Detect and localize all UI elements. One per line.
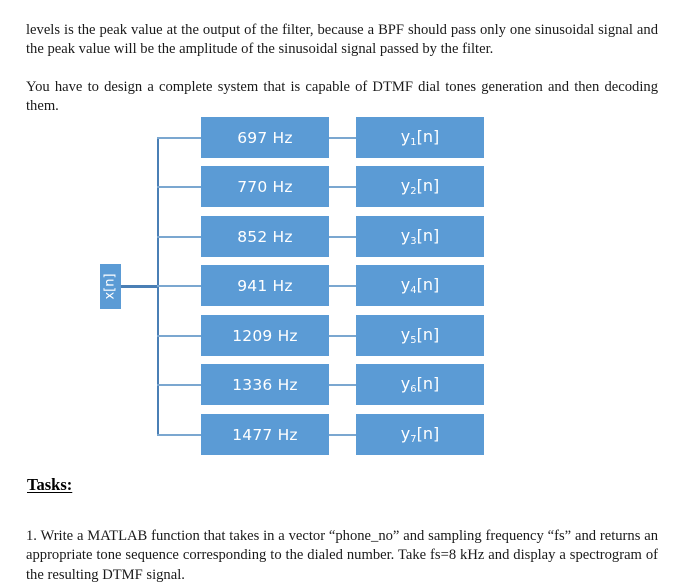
connector-branch-5 [157, 335, 202, 337]
output-box-7: y7[n] [356, 414, 484, 455]
filter-label-1: 697 Hz [237, 128, 293, 147]
output-label-7: y7[n] [400, 424, 440, 445]
filter-box-3: 852 Hz [201, 216, 329, 257]
output-box-2: y2[n] [356, 166, 484, 207]
connector-branch-1 [157, 137, 202, 139]
output-label-2: y2[n] [400, 176, 440, 197]
filter-label-4: 941 Hz [237, 276, 293, 295]
output-box-3: y3[n] [356, 216, 484, 257]
paragraph-intro: levels is the peak value at the output o… [26, 21, 658, 58]
filter-box-1: 697 Hz [201, 117, 329, 158]
connector-output-4 [329, 285, 357, 287]
connector-branch-3 [157, 236, 202, 238]
input-signal-box: x[n] [100, 264, 121, 309]
connector-input-stem [121, 285, 158, 288]
filter-label-7: 1477 Hz [232, 425, 298, 444]
output-label-5: y5[n] [400, 325, 440, 346]
filter-box-6: 1336 Hz [201, 364, 329, 405]
connector-branch-6 [157, 384, 202, 386]
connector-branch-4 [157, 285, 202, 287]
filter-label-2: 770 Hz [237, 177, 293, 196]
filter-box-5: 1209 Hz [201, 315, 329, 356]
connector-output-7 [329, 434, 357, 436]
output-box-4: y4[n] [356, 265, 484, 306]
connector-output-1 [329, 137, 357, 139]
filter-box-4: 941 Hz [201, 265, 329, 306]
connector-output-6 [329, 384, 357, 386]
connector-output-5 [329, 335, 357, 337]
connector-branch-2 [157, 186, 202, 188]
output-label-1: y1[n] [400, 127, 440, 148]
output-box-6: y6[n] [356, 364, 484, 405]
connector-branch-7 [157, 434, 202, 436]
output-box-5: y5[n] [356, 315, 484, 356]
filter-label-3: 852 Hz [237, 227, 293, 246]
output-label-6: y6[n] [400, 374, 440, 395]
filter-box-7: 1477 Hz [201, 414, 329, 455]
filter-label-6: 1336 Hz [232, 375, 298, 394]
connector-output-2 [329, 186, 357, 188]
paragraph-design-task: You have to design a complete system tha… [26, 78, 658, 115]
filter-label-5: 1209 Hz [232, 326, 298, 345]
output-box-1: y1[n] [356, 117, 484, 158]
output-label-3: y3[n] [400, 226, 440, 247]
input-signal-label: x[n] [103, 273, 119, 300]
connector-output-3 [329, 236, 357, 238]
output-label-4: y4[n] [400, 275, 440, 296]
paragraph-task-1: 1. Write a MATLAB function that takes in… [26, 527, 658, 583]
tasks-heading: Tasks: [27, 475, 73, 494]
filter-box-2: 770 Hz [201, 166, 329, 207]
